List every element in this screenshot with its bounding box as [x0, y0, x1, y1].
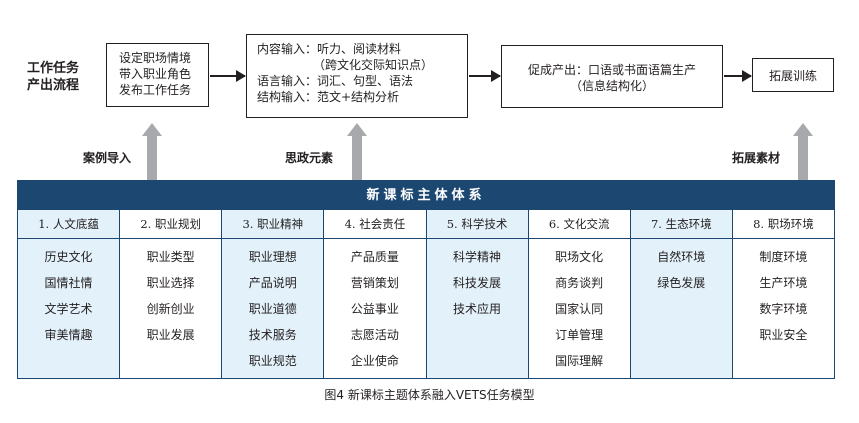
- step-text: 带入职业角色: [119, 67, 192, 81]
- column-item: 职场文化: [555, 250, 604, 264]
- column-item: 科技发展: [453, 276, 502, 290]
- column-item: 职业规范: [248, 354, 297, 368]
- step-text: 发布工作任务: [119, 83, 192, 97]
- step-text: （信息结构化）: [569, 79, 654, 93]
- column-item: 技术应用: [453, 302, 502, 316]
- column-item: 产品质量: [350, 250, 399, 264]
- column-item: 国家认同: [555, 302, 604, 316]
- column-item: 公益事业: [350, 302, 399, 316]
- column-items: 产品质量营销策划公益事业志愿活动企业使命: [324, 239, 425, 379]
- step-text: 拓展训练: [768, 69, 817, 83]
- column-item: 产品说明: [248, 276, 297, 290]
- flow-label: 工作任务 产出流程: [18, 60, 88, 94]
- framework-column: 5. 科学技术科学精神科技发展技术应用: [426, 210, 529, 378]
- figure-caption: 图4 新课标主题体系融入VETS任务模型: [324, 388, 535, 402]
- column-item: 审美情趣: [44, 328, 93, 342]
- framework-column: 3. 职业精神职业理想产品说明职业道德技术服务职业规范: [222, 210, 325, 379]
- column-item: 职业类型: [146, 250, 195, 264]
- column-item: 职业理想: [248, 250, 297, 264]
- column-heading: 7. 生态环境: [630, 210, 732, 239]
- column-items: 职业理想产品说明职业道德技术服务职业规范: [222, 239, 323, 379]
- framework-column: 7. 生态环境自然环境绿色发展: [630, 210, 733, 378]
- framework-column: 4. 社会责任产品质量营销策划公益事业志愿活动企业使命: [324, 210, 427, 379]
- column-items: 历史文化国情社情文学艺术审美情趣: [18, 239, 119, 353]
- column-item: 绿色发展: [657, 276, 706, 290]
- column-item: 营销策划: [350, 276, 399, 290]
- column-heading: 6. 文化交流: [528, 210, 630, 239]
- column-item: 职业道德: [248, 302, 297, 316]
- column-item: 国际理解: [555, 354, 604, 368]
- column-item: 国情社情: [44, 276, 93, 290]
- column-heading: 2. 职业规划: [120, 210, 222, 239]
- column-item: 企业使命: [350, 354, 399, 368]
- column-item: 文学艺术: [44, 302, 93, 316]
- step-box-extension: 拓展训练: [752, 58, 834, 92]
- step-box-task: 设定职场情境 带入职业角色 发布工作任务: [106, 43, 209, 107]
- column-item: 职业安全: [759, 328, 808, 342]
- flow-label-line2: 产出流程: [26, 78, 79, 93]
- flow-label-line1: 工作任务: [26, 61, 79, 76]
- column-items: 制度环境生产环境数字环境职业安全: [733, 239, 834, 353]
- column-heading: 4. 社会责任: [324, 210, 426, 239]
- column-heading: 8. 职场环境: [732, 210, 834, 239]
- step-text: （跨文化交际知识点）: [313, 58, 434, 72]
- column-item: 制度环境: [759, 250, 808, 264]
- input-label-cases: 案例导入: [83, 151, 132, 165]
- step-text: 促成产出：口语或书面语篇生产: [527, 63, 696, 77]
- column-item: 职业选择: [146, 276, 195, 290]
- column-item: 职业发展: [146, 328, 195, 342]
- column-item: 志愿活动: [350, 328, 399, 342]
- framework-column: 8. 职场环境制度环境生产环境数字环境职业安全: [732, 210, 834, 378]
- column-item: 数字环境: [759, 302, 808, 316]
- column-heading: 1. 人文底蕴: [18, 210, 120, 239]
- flow-arrow-2: [469, 70, 501, 82]
- column-items: 职场文化商务谈判国家认同订单管理国际理解: [529, 239, 630, 379]
- flow-arrow-1: [210, 70, 246, 82]
- column-item: 自然环境: [657, 250, 706, 264]
- step-text: 内容输入：听力、阅读材料: [257, 42, 402, 56]
- column-items: 自然环境绿色发展: [631, 239, 732, 301]
- column-heading: 5. 科学技术: [426, 210, 528, 239]
- flow-arrow-3: [724, 70, 752, 82]
- step-box-input: 内容输入：听力、阅读材料 （跨文化交际知识点） 语言输入：词汇、句型、语法 结构…: [246, 34, 468, 118]
- column-items: 职业类型职业选择创新创业职业发展: [120, 239, 221, 353]
- framework-title: 新课标主体体系: [18, 181, 834, 210]
- step-text: 结构输入：范文+结构分析: [257, 90, 400, 104]
- framework-column: 1. 人文底蕴历史文化国情社情文学艺术审美情趣: [18, 210, 121, 378]
- column-item: 科学精神: [453, 250, 502, 264]
- column-item: 技术服务: [248, 328, 297, 342]
- step-text: 语言输入：词汇、句型、语法: [257, 74, 414, 88]
- column-item: 创新创业: [146, 302, 195, 316]
- column-item: 历史文化: [44, 250, 93, 264]
- framework-column: 6. 文化交流职场文化商务谈判国家认同订单管理国际理解: [528, 210, 631, 379]
- up-arrow-middle: [347, 123, 367, 180]
- input-label-ideology: 思政元素: [285, 151, 334, 165]
- framework-column: 2. 职业规划职业类型职业选择创新创业职业发展: [120, 210, 223, 378]
- column-item: 订单管理: [555, 328, 604, 342]
- column-item: 生产环境: [759, 276, 808, 290]
- column-item: 商务谈判: [555, 276, 604, 290]
- up-arrow-left: [142, 123, 162, 180]
- step-box-output: 促成产出：口语或书面语篇生产 （信息结构化）: [501, 45, 723, 108]
- column-items: 科学精神科技发展技术应用: [427, 239, 528, 327]
- input-label-materials: 拓展素材: [732, 151, 781, 165]
- up-arrow-right: [793, 123, 813, 180]
- step-text: 设定职场情境: [119, 51, 192, 65]
- column-heading: 3. 职业精神: [222, 210, 324, 239]
